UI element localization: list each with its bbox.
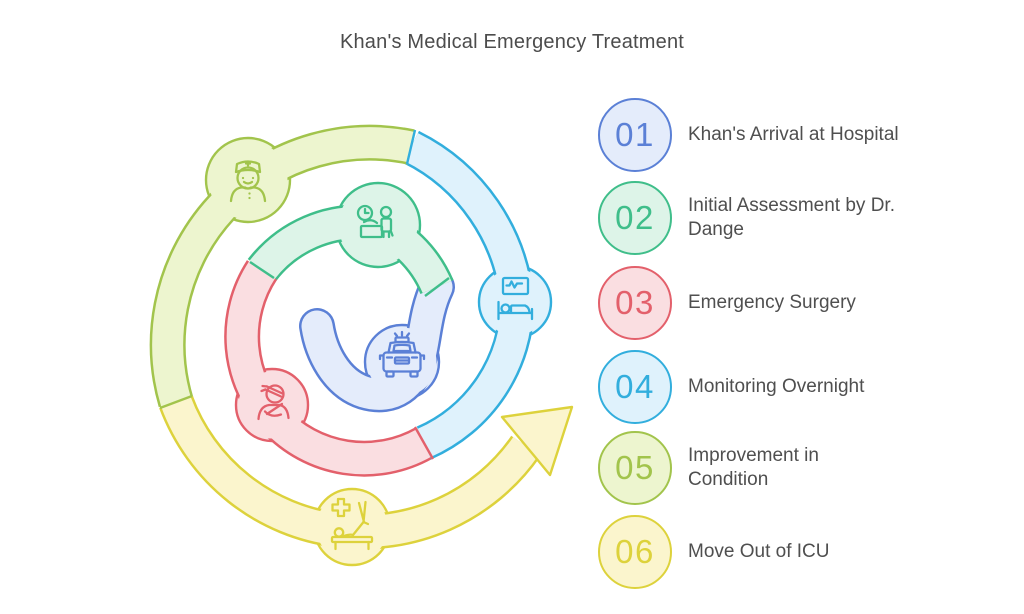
step-label: Improvement in Condition [688,445,819,490]
step-label: Monitoring Overnight [688,376,865,397]
doctor-icon [229,160,267,203]
assessment-desk-clock-icon [356,204,394,239]
step-label: Khan's Arrival at Hospital [688,124,899,145]
segment-junctions [159,129,450,460]
step-number-badge: 01 [598,98,672,172]
flow-arrow-icon [500,405,574,477]
step-item-4: 04 Monitoring Overnight [598,350,958,424]
hospital-bed-monitor-icon [497,276,534,321]
step-item-6: 06 Move Out of ICU [598,515,958,589]
step-item-1: 01 Khan's Arrival at Hospital [598,98,958,172]
injured-patient-icon [257,384,290,421]
step-number-badge: 02 [598,181,672,255]
step-number: 04 [615,368,655,405]
page-title: Khan's Medical Emergency Treatment [339,31,685,53]
step-label: Initial Assessment by Dr. Dange [688,195,895,240]
step-number-badge: 06 [598,515,672,589]
step-number: 02 [615,199,655,236]
step-number-badge: 04 [598,350,672,424]
step-label: Emergency Surgery [688,292,856,313]
step-number-badge: 03 [598,266,672,340]
ambulance-icon [378,330,426,378]
step-number: 03 [615,284,655,321]
icu-bed-iv-icon [330,497,374,551]
step-item-2: 02 Initial Assessment by Dr. Dange [598,181,958,255]
step-number-badge: 05 [598,431,672,505]
step-number: 05 [615,449,655,486]
step-item-3: 03 Emergency Surgery [598,266,958,340]
step-number: 01 [615,116,655,153]
step-item-5: 05 Improvement in Condition [598,431,958,505]
step-label: Move Out of ICU [688,541,830,562]
step-number: 06 [615,533,655,570]
